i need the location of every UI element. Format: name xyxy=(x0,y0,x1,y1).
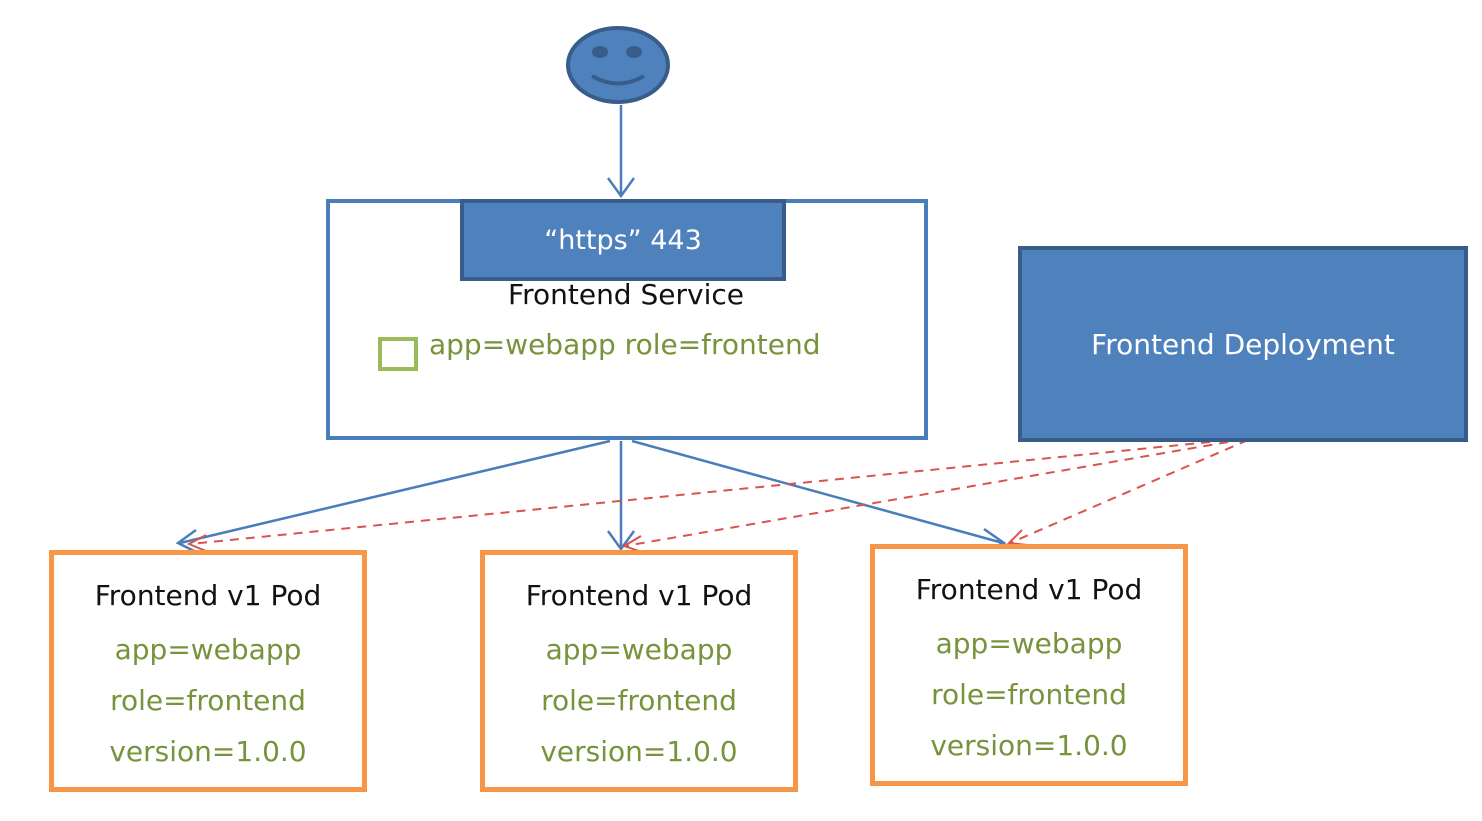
smiley-face-icon xyxy=(566,26,670,104)
pod-title: Frontend v1 Pod xyxy=(94,579,322,612)
pod-version-label: version=1.0.0 xyxy=(540,735,738,768)
pod-box-2: Frontend v1 Pod app=webapp role=frontend… xyxy=(480,550,798,792)
pod-version-label: version=1.0.0 xyxy=(109,735,307,768)
pod-role-label: role=frontend xyxy=(931,678,1127,711)
arrow-deployment-to-pod-3 xyxy=(1006,439,1249,546)
arrow-service-to-pod-1 xyxy=(175,439,611,554)
pod-title: Frontend v1 Pod xyxy=(915,573,1143,606)
service-title: Frontend Service xyxy=(508,278,744,311)
pod-role-label: role=frontend xyxy=(541,684,737,717)
arrow-service-to-pod-2 xyxy=(606,441,636,552)
pod-box-1: Frontend v1 Pod app=webapp role=frontend… xyxy=(49,550,367,792)
pod-version-label: version=1.0.0 xyxy=(930,729,1128,762)
arrow-deployment-to-pod-2 xyxy=(621,441,1229,553)
service-port-label: “https” 443 xyxy=(544,224,702,256)
pod-app-label: app=webapp xyxy=(114,633,302,666)
pod-app-label: app=webapp xyxy=(545,633,733,666)
arrow-user-to-service xyxy=(606,105,636,199)
pod-app-label: app=webapp xyxy=(935,627,1123,660)
arrow-deployment-to-pod-1 xyxy=(186,441,1211,552)
pod-title: Frontend v1 Pod xyxy=(525,579,753,612)
green-square-icon xyxy=(378,337,418,371)
service-port-box: “https” 443 xyxy=(460,199,786,281)
deployment-title: Frontend Deployment xyxy=(1091,327,1395,361)
arrow-service-to-pod-3 xyxy=(631,439,1007,553)
pod-role-label: role=frontend xyxy=(110,684,306,717)
service-selector-labels: app=webapp role=frontend xyxy=(429,328,821,361)
pod-box-3: Frontend v1 Pod app=webapp role=frontend… xyxy=(870,544,1188,786)
frontend-deployment-box: Frontend Deployment xyxy=(1018,246,1468,442)
